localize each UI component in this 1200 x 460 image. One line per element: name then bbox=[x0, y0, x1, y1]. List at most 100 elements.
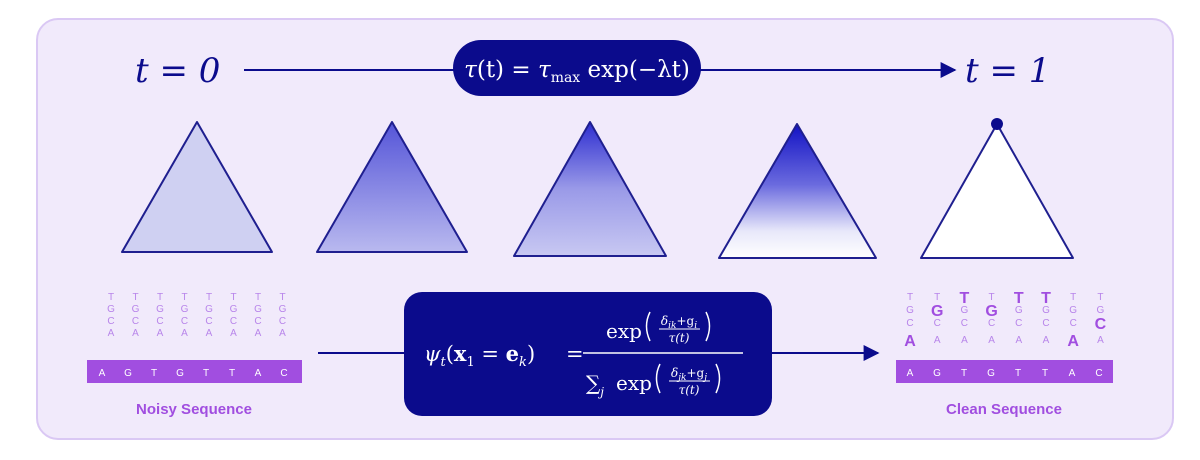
noisy-dist-letter: T bbox=[157, 292, 163, 303]
simplex-5 bbox=[920, 123, 1074, 259]
noisy-dist-letter: A bbox=[230, 328, 237, 339]
start-label: t = 0 bbox=[135, 51, 220, 91]
noisy-dist-letter: T bbox=[132, 292, 138, 303]
noisy-dist-letter: C bbox=[107, 316, 114, 327]
noisy-label: Noisy Sequence bbox=[136, 401, 252, 418]
noisy-dist-letter: A bbox=[279, 328, 286, 339]
clean-dist-letter: G bbox=[1069, 305, 1077, 316]
noisy-dist-letter: G bbox=[205, 304, 213, 315]
denominator-frac-bottom: τ(t) bbox=[679, 383, 700, 397]
noisy-dist-letter: C bbox=[181, 316, 188, 327]
noisy-dist-letter: C bbox=[205, 316, 212, 327]
noisy-seq-letter: A bbox=[99, 368, 106, 379]
noisy-dist-letter: T bbox=[181, 292, 187, 303]
noisy-dist-letter: C bbox=[230, 316, 237, 327]
numerator-paren-left bbox=[645, 311, 651, 342]
clean-dist-letter: C bbox=[906, 318, 913, 329]
clean-dist-letter: A bbox=[961, 335, 968, 346]
clean-dist-letter: T bbox=[934, 292, 940, 303]
clean-label: Clean Sequence bbox=[946, 401, 1062, 418]
noisy-dist-letter: C bbox=[254, 316, 261, 327]
noisy-seq-letter: A bbox=[255, 368, 262, 379]
schedule-pill bbox=[453, 40, 701, 96]
denominator-sum: ∑j bbox=[586, 371, 604, 399]
formula-box bbox=[404, 292, 772, 416]
clean-seq-letter: G bbox=[933, 368, 941, 379]
formula-equals: = bbox=[566, 342, 584, 366]
clean-seq-letter: A bbox=[1069, 368, 1076, 379]
clean-seq-letter: A bbox=[907, 368, 914, 379]
clean-dist-letter-dominant: T bbox=[1041, 290, 1051, 307]
noisy-dist-letter: C bbox=[156, 316, 163, 327]
clean-seq-letter: T bbox=[1015, 368, 1021, 379]
clean-sequence-bar bbox=[896, 360, 1113, 383]
clean-dist-letter: C bbox=[934, 318, 941, 329]
clean-dist-letter-dominant: T bbox=[960, 290, 970, 307]
clean-dist-letter: T bbox=[1097, 292, 1103, 303]
noisy-dist-letter: A bbox=[255, 328, 262, 339]
noisy-dist-letter: T bbox=[230, 292, 236, 303]
noisy-dist-letter: G bbox=[156, 304, 164, 315]
noisy-dist-letter: A bbox=[132, 328, 139, 339]
noisy-dist-letter: A bbox=[108, 328, 115, 339]
clean-dist-letter: T bbox=[907, 292, 913, 303]
end-label: t = 1 bbox=[965, 51, 1050, 91]
clean-dist-letter: A bbox=[1015, 335, 1022, 346]
clean-seq-letter: T bbox=[961, 368, 967, 379]
noisy-sequence-bar bbox=[87, 360, 302, 383]
clean-dist-letter: A bbox=[988, 335, 995, 346]
numerator-frac-bottom: τ(t) bbox=[669, 331, 690, 345]
numerator-paren-right bbox=[705, 311, 711, 342]
simplex-3 bbox=[513, 121, 667, 257]
clean-dist-letter: G bbox=[1015, 305, 1023, 316]
noisy-seq-letter: G bbox=[124, 368, 132, 379]
simplex-1 bbox=[121, 121, 273, 253]
noisy-dist-letter: A bbox=[181, 328, 188, 339]
noisy-dist-letter: G bbox=[279, 304, 287, 315]
clean-dist-letter-dominant: A bbox=[1067, 333, 1079, 350]
clean-dist-letter: A bbox=[934, 335, 941, 346]
noisy-seq-letter: C bbox=[280, 368, 287, 379]
clean-seq-letter: C bbox=[1095, 368, 1102, 379]
simplex-2 bbox=[316, 121, 468, 253]
clean-dist-letter: A bbox=[1043, 335, 1050, 346]
denominator-frac-top: δjk+gj bbox=[671, 366, 707, 383]
noisy-dist-letter: G bbox=[181, 304, 189, 315]
noisy-seq-letter: T bbox=[229, 368, 235, 379]
noisy-dist-letter: G bbox=[132, 304, 140, 315]
denominator-paren-right bbox=[715, 363, 721, 394]
clean-dist-letter: G bbox=[1042, 305, 1050, 316]
noisy-dist-letter: T bbox=[108, 292, 114, 303]
clean-dist-letter: G bbox=[961, 305, 969, 316]
vertex-point bbox=[991, 118, 1003, 130]
clean-dist-letter: T bbox=[1070, 292, 1076, 303]
noisy-dist-letter: T bbox=[206, 292, 212, 303]
clean-dist-letter: C bbox=[961, 318, 968, 329]
noisy-dist-letter: T bbox=[279, 292, 285, 303]
noisy-dist-letter: G bbox=[230, 304, 238, 315]
noisy-seq-letter: T bbox=[203, 368, 209, 379]
noisy-seq-letter: T bbox=[151, 368, 157, 379]
formula: ψt(x1 = ek) = exp δik+gi τ(t) ∑j exp δjk… bbox=[424, 311, 743, 399]
numerator-frac-top: δik+gi bbox=[661, 314, 697, 331]
simplex-4 bbox=[718, 123, 877, 259]
numerator-exp: exp bbox=[606, 319, 642, 343]
noisy-dist-letter: T bbox=[255, 292, 261, 303]
clean-dist-letter-dominant: G bbox=[985, 303, 997, 320]
clean-dist-letter-dominant: A bbox=[904, 333, 916, 350]
clean-dist-letter-dominant: T bbox=[1014, 290, 1024, 307]
formula-lhs: ψt(x1 = ek) bbox=[424, 341, 535, 370]
clean-dist-letter: C bbox=[1070, 318, 1077, 329]
noisy-dist-letter: C bbox=[132, 316, 139, 327]
clean-dist-letter: A bbox=[1097, 335, 1104, 346]
noisy-dist-letter: A bbox=[157, 328, 164, 339]
clean-dist-letter: C bbox=[1042, 318, 1049, 329]
noisy-dist-letter: G bbox=[107, 304, 115, 315]
clean-seq-letter: G bbox=[987, 368, 995, 379]
denominator-exp: exp bbox=[616, 371, 652, 395]
clean-seq-letter: T bbox=[1042, 368, 1048, 379]
